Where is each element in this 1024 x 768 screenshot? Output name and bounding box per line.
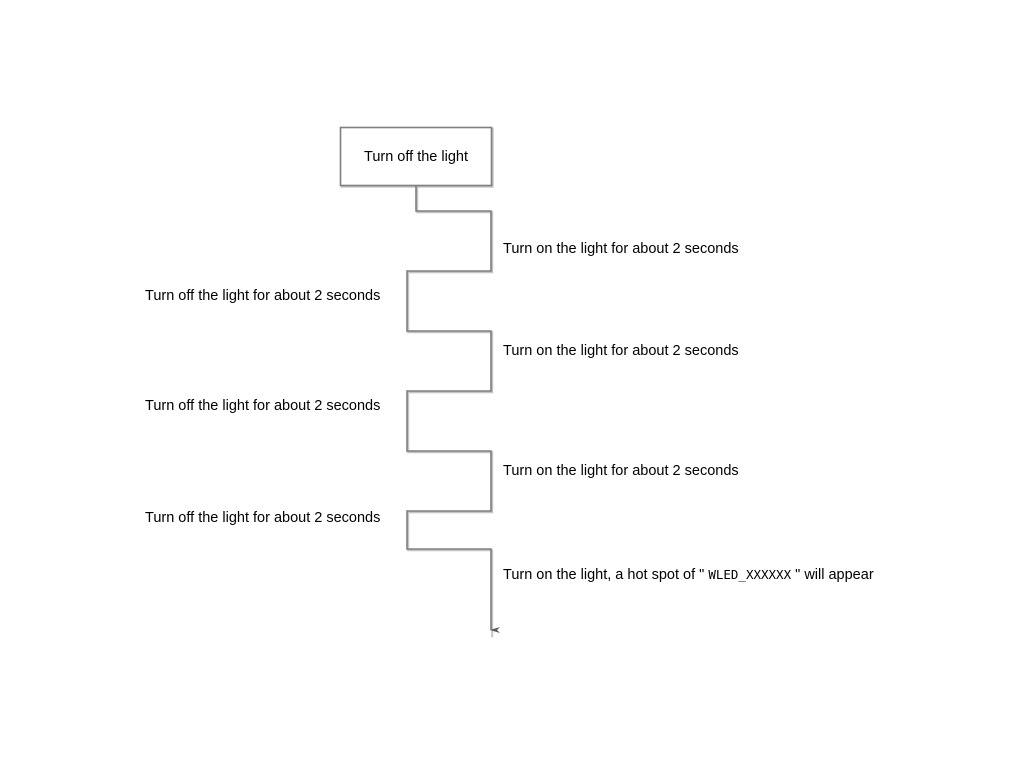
label-turn-off-2: Turn off the light for about 2 seconds bbox=[145, 398, 381, 414]
label-hotspot-final: Turn on the light, a hot spot of " WLED_… bbox=[503, 568, 874, 583]
square-wave-path bbox=[406, 186, 500, 633]
hotspot-ssid-name: WLED_XXXXXX bbox=[708, 567, 792, 582]
label-turn-on-1: Turn on the light for about 2 seconds bbox=[503, 241, 739, 257]
hotspot-prefix-text: Turn on the light, a hot spot of " bbox=[503, 567, 709, 583]
start-box bbox=[339, 126, 493, 187]
label-turn-on-3: Turn on the light for about 2 seconds bbox=[503, 463, 739, 479]
label-turn-on-2: Turn on the light for about 2 seconds bbox=[503, 343, 739, 359]
line-shadow-layer bbox=[340, 127, 494, 638]
label-turn-off-1: Turn off the light for about 2 seconds bbox=[145, 288, 381, 304]
label-turn-off-3: Turn off the light for about 2 seconds bbox=[145, 510, 381, 526]
line-layer bbox=[339, 126, 500, 633]
hotspot-suffix-text: " will appear bbox=[791, 567, 874, 583]
start-box-label: Turn off the light bbox=[364, 148, 468, 165]
